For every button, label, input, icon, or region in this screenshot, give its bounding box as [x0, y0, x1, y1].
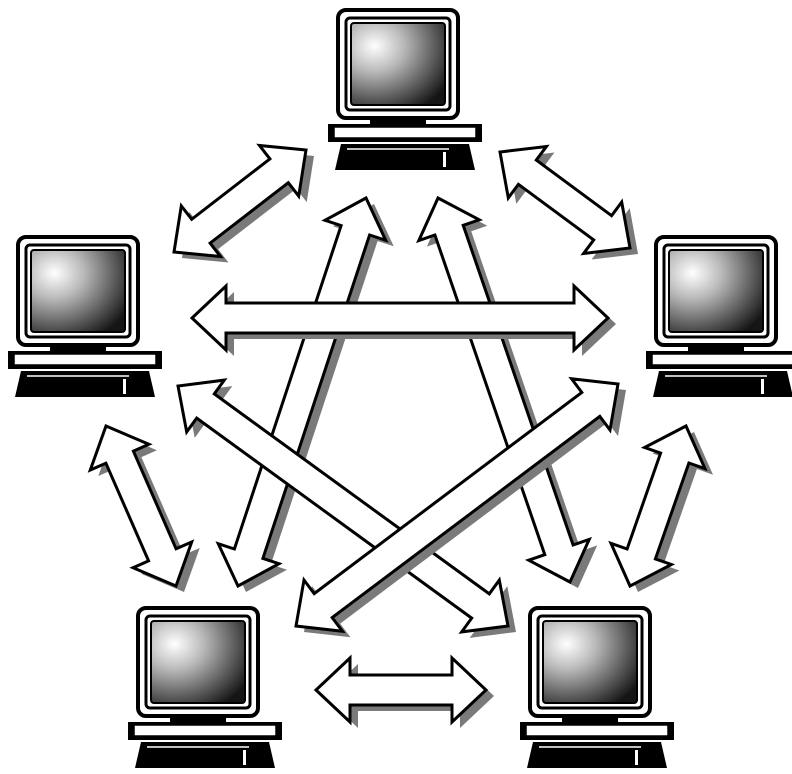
computers-layer	[8, 10, 792, 768]
computer-icon	[8, 237, 162, 397]
connection-arrow-left-bottom-left	[90, 426, 199, 592]
connection-arrow-right-bottom-right	[611, 426, 713, 592]
connection-arrow-top-left	[174, 146, 314, 263]
computer-icon	[128, 608, 282, 768]
connection-arrow-top-right	[500, 147, 638, 260]
connection-arrow-left-right	[192, 286, 616, 356]
computer-icon	[646, 237, 792, 397]
computer-icon	[328, 10, 482, 170]
double-headed-arrow-icon	[192, 286, 608, 350]
double-headed-arrow-icon	[611, 426, 705, 586]
computer-icon	[520, 608, 674, 768]
double-headed-arrow-icon	[174, 146, 306, 257]
double-headed-arrow-icon	[500, 147, 630, 254]
double-headed-arrow-icon	[316, 658, 486, 722]
connection-arrow-bottom-left-bottom-right	[316, 658, 494, 728]
